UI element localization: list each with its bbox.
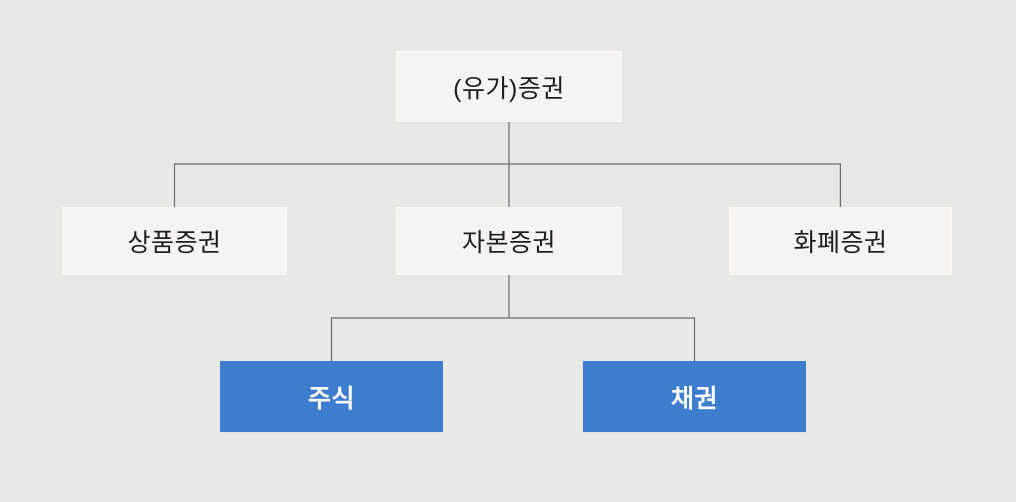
node-label: 화폐증권 [793, 229, 888, 257]
node-stocks: 주식 [220, 361, 443, 432]
node-capital-securities: 자본증권 [396, 207, 622, 275]
node-commodity-securities: 상품증권 [62, 207, 287, 275]
node-label: 상품증권 [127, 229, 222, 257]
node-label: 채권 [670, 384, 718, 413]
node-label: 주식 [307, 384, 355, 413]
node-label: 자본증권 [461, 229, 556, 257]
node-money-securities: 화폐증권 [729, 207, 952, 275]
node-bonds: 채권 [583, 361, 806, 432]
node-securities-root: (유가)증권 [396, 51, 622, 122]
node-label: (유가)증권 [453, 74, 565, 103]
